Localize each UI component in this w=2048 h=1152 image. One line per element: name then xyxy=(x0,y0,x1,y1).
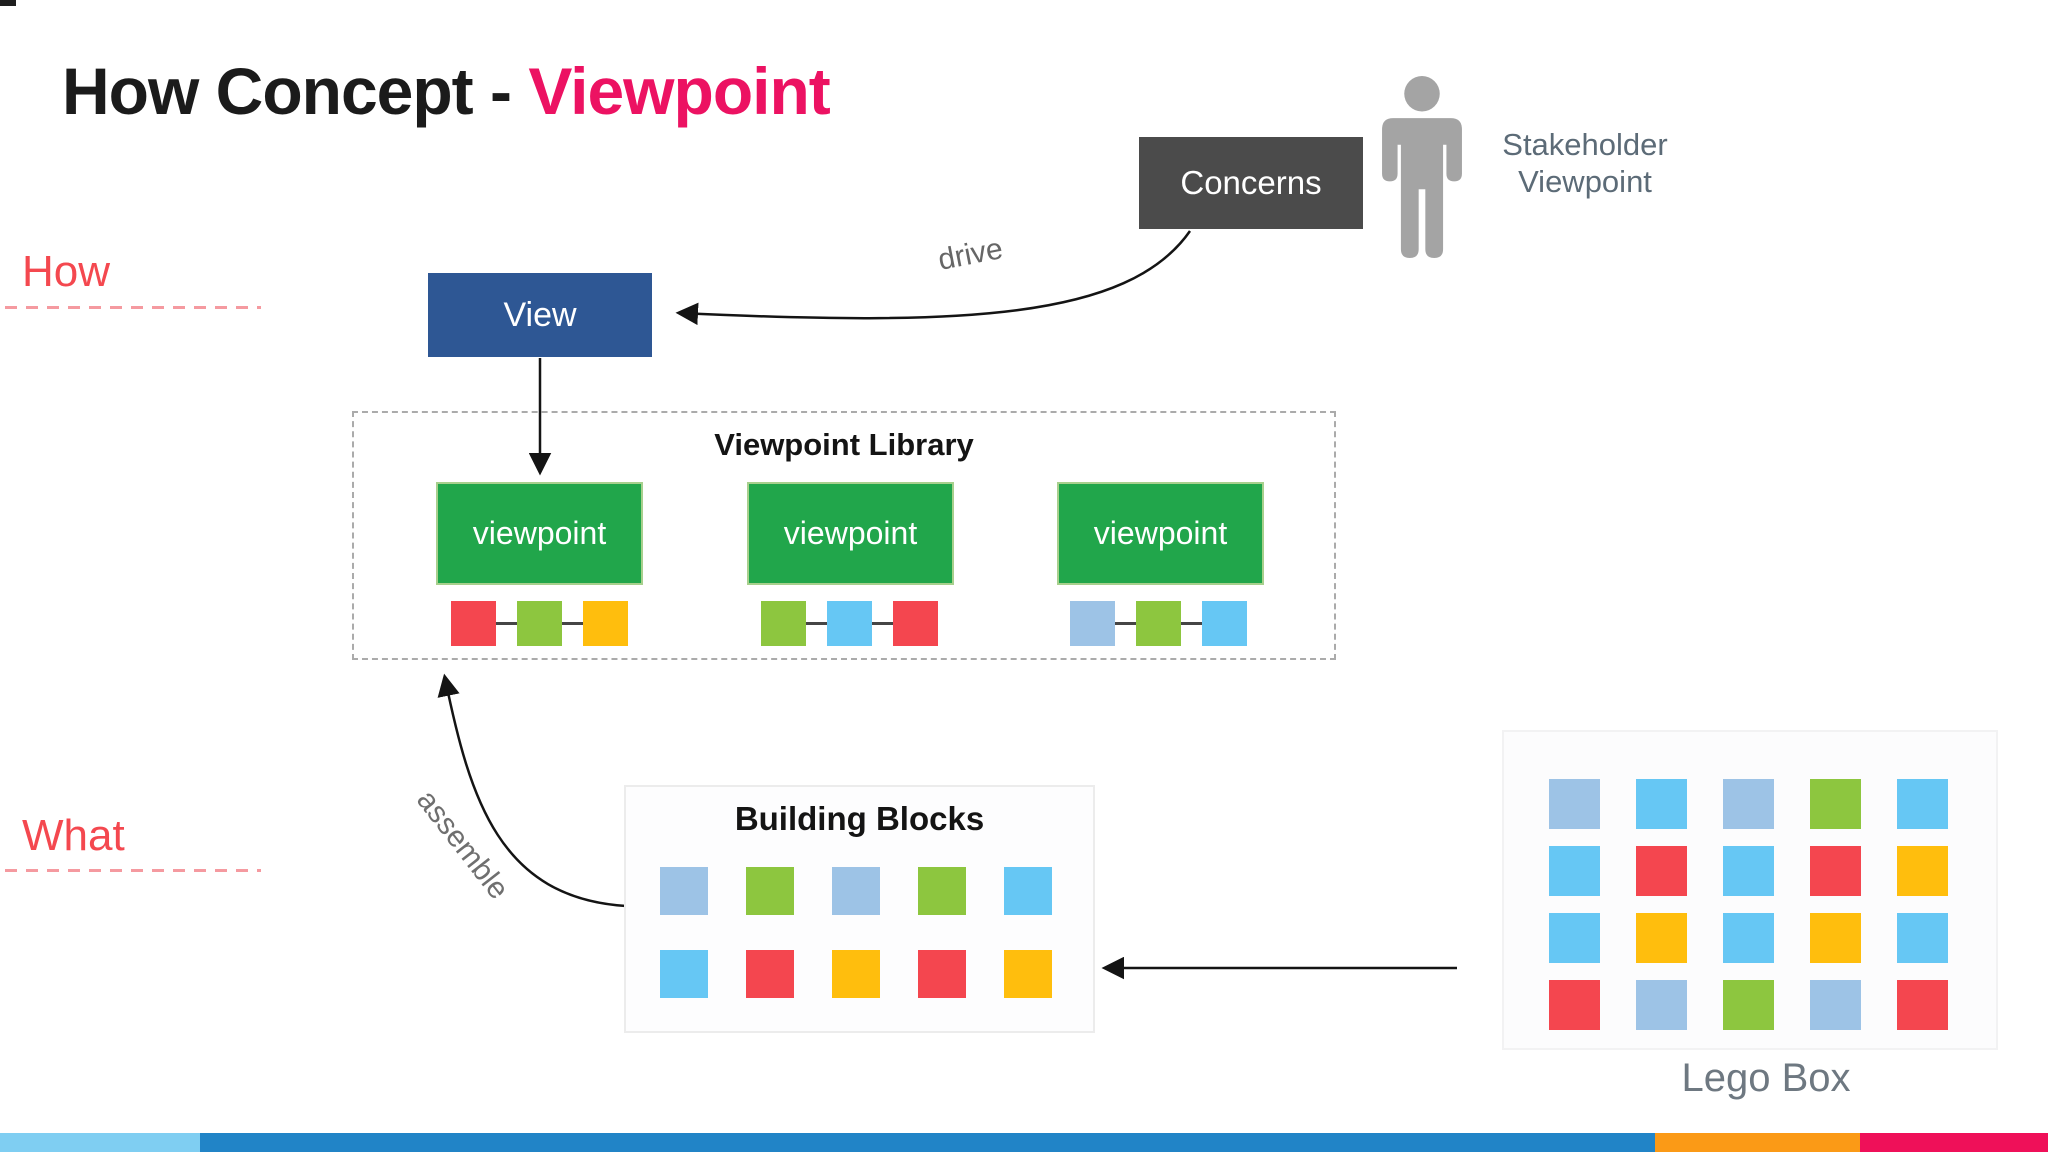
cell-red xyxy=(1636,846,1687,896)
cell-green xyxy=(1723,980,1774,1030)
assemble-label: assemble xyxy=(410,783,516,906)
cell-skyblue xyxy=(1723,913,1774,963)
cell-skyblue xyxy=(1897,779,1948,829)
grid-row xyxy=(660,867,1052,915)
block-skyblue xyxy=(827,601,872,646)
cell-amber xyxy=(1810,913,1861,963)
view-box: View xyxy=(428,273,652,357)
footer-segment-orange xyxy=(1655,1133,1860,1152)
cell-skyblue xyxy=(1723,846,1774,896)
cell-amber xyxy=(1004,950,1052,998)
cell-skyblue xyxy=(1636,779,1687,829)
corner-artifact xyxy=(0,0,16,6)
footer-color-bar xyxy=(0,1133,2048,1152)
cell-steelblue xyxy=(832,867,880,915)
grid-row xyxy=(1549,779,1948,829)
viewpoint-library-title: Viewpoint Library xyxy=(714,427,974,462)
cell-steelblue xyxy=(1549,779,1600,829)
grid-row xyxy=(1549,846,1948,896)
lego-box-label: Lego Box xyxy=(1681,1056,1851,1100)
page-title: How Concept - Viewpoint xyxy=(62,58,831,124)
cell-skyblue xyxy=(1549,913,1600,963)
lego-grid xyxy=(1549,779,1948,1030)
title-prefix: How Concept - xyxy=(62,54,529,129)
viewpoint-label: viewpoint xyxy=(1093,515,1228,551)
viewpoint-blocks-3 xyxy=(1070,601,1247,646)
block-green xyxy=(761,601,806,646)
cell-steelblue xyxy=(660,867,708,915)
cell-steelblue xyxy=(1636,980,1687,1030)
building-blocks-title: Building Blocks xyxy=(734,800,985,837)
stakeholder-caption-line1: Stakeholder xyxy=(1502,127,1668,162)
cell-amber xyxy=(1636,913,1687,963)
view-label: View xyxy=(503,295,577,334)
building-blocks-grid xyxy=(660,867,1052,998)
block-green xyxy=(1136,601,1181,646)
title-highlight: Viewpoint xyxy=(528,54,830,129)
block-red xyxy=(451,601,496,646)
lego-box xyxy=(1502,730,1998,1050)
cell-green xyxy=(1810,779,1861,829)
drive-label: drive xyxy=(935,232,1006,277)
footer-segment-blue xyxy=(200,1133,1655,1152)
cell-skyblue xyxy=(1897,913,1948,963)
cell-skyblue xyxy=(1004,867,1052,915)
viewpoint-library-box: Viewpoint Library xyxy=(352,411,1336,660)
viewpoint-label: viewpoint xyxy=(783,515,918,551)
cell-skyblue xyxy=(660,950,708,998)
viewpoint-box-3: viewpoint xyxy=(1057,482,1264,585)
building-blocks-box: Building Blocks xyxy=(624,785,1095,1033)
stakeholder-caption-line2: Viewpoint xyxy=(1518,164,1652,199)
concerns-box: Concerns xyxy=(1139,137,1363,229)
what-label: What xyxy=(22,811,125,860)
grid-row xyxy=(660,950,1052,998)
viewpoint-label: viewpoint xyxy=(472,515,607,551)
cell-steelblue xyxy=(1723,779,1774,829)
cell-amber xyxy=(832,950,880,998)
concerns-label: Concerns xyxy=(1180,164,1322,201)
block-amber xyxy=(583,601,628,646)
viewpoint-box-2: viewpoint xyxy=(747,482,954,585)
stakeholder-caption: Stakeholder Viewpoint xyxy=(1460,126,1710,200)
cell-red xyxy=(1897,980,1948,1030)
viewpoint-blocks-1 xyxy=(451,601,628,646)
cell-green xyxy=(746,867,794,915)
block-green xyxy=(517,601,562,646)
how-label: How xyxy=(22,247,111,296)
cell-red xyxy=(918,950,966,998)
cell-green xyxy=(918,867,966,915)
block-steelblue xyxy=(1070,601,1115,646)
stakeholder-person-icon xyxy=(1382,76,1462,258)
footer-segment-pink xyxy=(1860,1133,2048,1152)
cell-red xyxy=(1549,980,1600,1030)
what-divider xyxy=(5,869,261,872)
block-skyblue xyxy=(1202,601,1247,646)
grid-row xyxy=(1549,913,1948,963)
cell-red xyxy=(1810,846,1861,896)
cell-skyblue xyxy=(1549,846,1600,896)
cell-steelblue xyxy=(1810,980,1861,1030)
how-divider xyxy=(5,306,261,309)
block-red xyxy=(893,601,938,646)
cell-red xyxy=(746,950,794,998)
cell-amber xyxy=(1897,846,1948,896)
viewpoint-blocks-2 xyxy=(761,601,938,646)
footer-segment-light-blue xyxy=(0,1133,200,1152)
grid-row xyxy=(1549,980,1948,1030)
viewpoint-box-1: viewpoint xyxy=(436,482,643,585)
